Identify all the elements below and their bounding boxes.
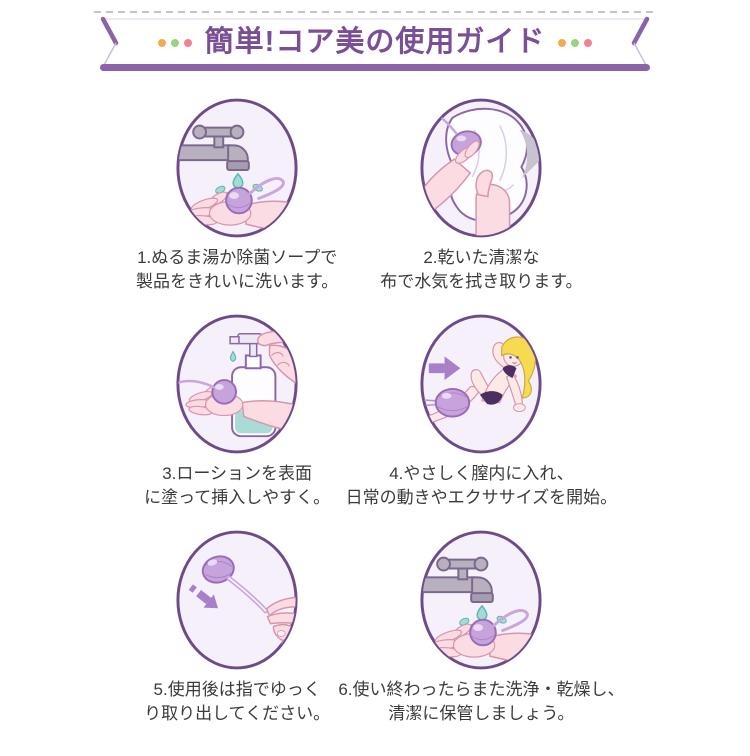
ribbon-banner-graphic bbox=[94, 11, 656, 71]
step-1-wash: 1.ぬるま湯か除菌ソープで 製品をきれいに洗います。 bbox=[136, 95, 338, 294]
step-4-insert-exercise: 4.やさしく膣内に入れ、 日常の動きやエクササイズを開始。 bbox=[338, 311, 624, 510]
illustration-remove-with-finger bbox=[173, 527, 301, 673]
dot-icon bbox=[584, 38, 593, 47]
illustration-wash-under-faucet bbox=[173, 95, 301, 241]
title-banner: 簡単!コア美の使用ガイド bbox=[94, 6, 656, 78]
illustration-dry-with-cloth bbox=[417, 95, 545, 241]
step-1-caption: 1.ぬるま湯か除菌ソープで 製品をきれいに洗います。 bbox=[136, 248, 339, 291]
step-4-caption: 4.やさしく膣内に入れ、 日常の動きやエクササイズを開始。 bbox=[345, 464, 618, 507]
step-2-dry: 2.乾いた清潔な 布で水気を拭き取ります。 bbox=[338, 95, 624, 294]
dot-icon bbox=[571, 38, 580, 47]
step-5-caption: 5.使用後は指でゆっく り取り出してください。 bbox=[144, 680, 331, 723]
usage-steps-grid: 1.ぬるま湯か除菌ソープで 製品をきれいに洗います。 2.乾いた清潔な 布で水気… bbox=[136, 95, 625, 726]
step-2-caption: 2.乾いた清潔な 布で水気を拭き取ります。 bbox=[380, 248, 583, 291]
step-3-lotion: 3.ローションを表面 に塗って挿入しやすく。 bbox=[136, 311, 338, 510]
step-5-remove: 5.使用後は指でゆっく り取り出してください。 bbox=[136, 527, 338, 726]
dot-icon bbox=[558, 38, 567, 47]
illustration-wash-dry-store bbox=[417, 527, 545, 673]
decoration-dots-right bbox=[558, 38, 593, 47]
dot-icon bbox=[170, 38, 179, 47]
illustration-insert-and-exercise bbox=[417, 311, 545, 457]
dot-icon bbox=[157, 38, 166, 47]
step-6-wash-store: 6.使い終わったらまた洗浄・乾燥し、 清潔に保管しましょう。 bbox=[338, 527, 625, 726]
step-3-caption: 3.ローションを表面 に塗って挿入しやすく。 bbox=[144, 464, 331, 507]
dot-icon bbox=[183, 38, 192, 47]
decoration-dots-left bbox=[157, 38, 192, 47]
illustration-apply-lotion bbox=[173, 311, 301, 457]
step-6-caption: 6.使い終わったらまた洗浄・乾燥し、 清潔に保管しましょう。 bbox=[338, 680, 625, 723]
page-title: 簡単!コア美の使用ガイド bbox=[204, 26, 546, 58]
